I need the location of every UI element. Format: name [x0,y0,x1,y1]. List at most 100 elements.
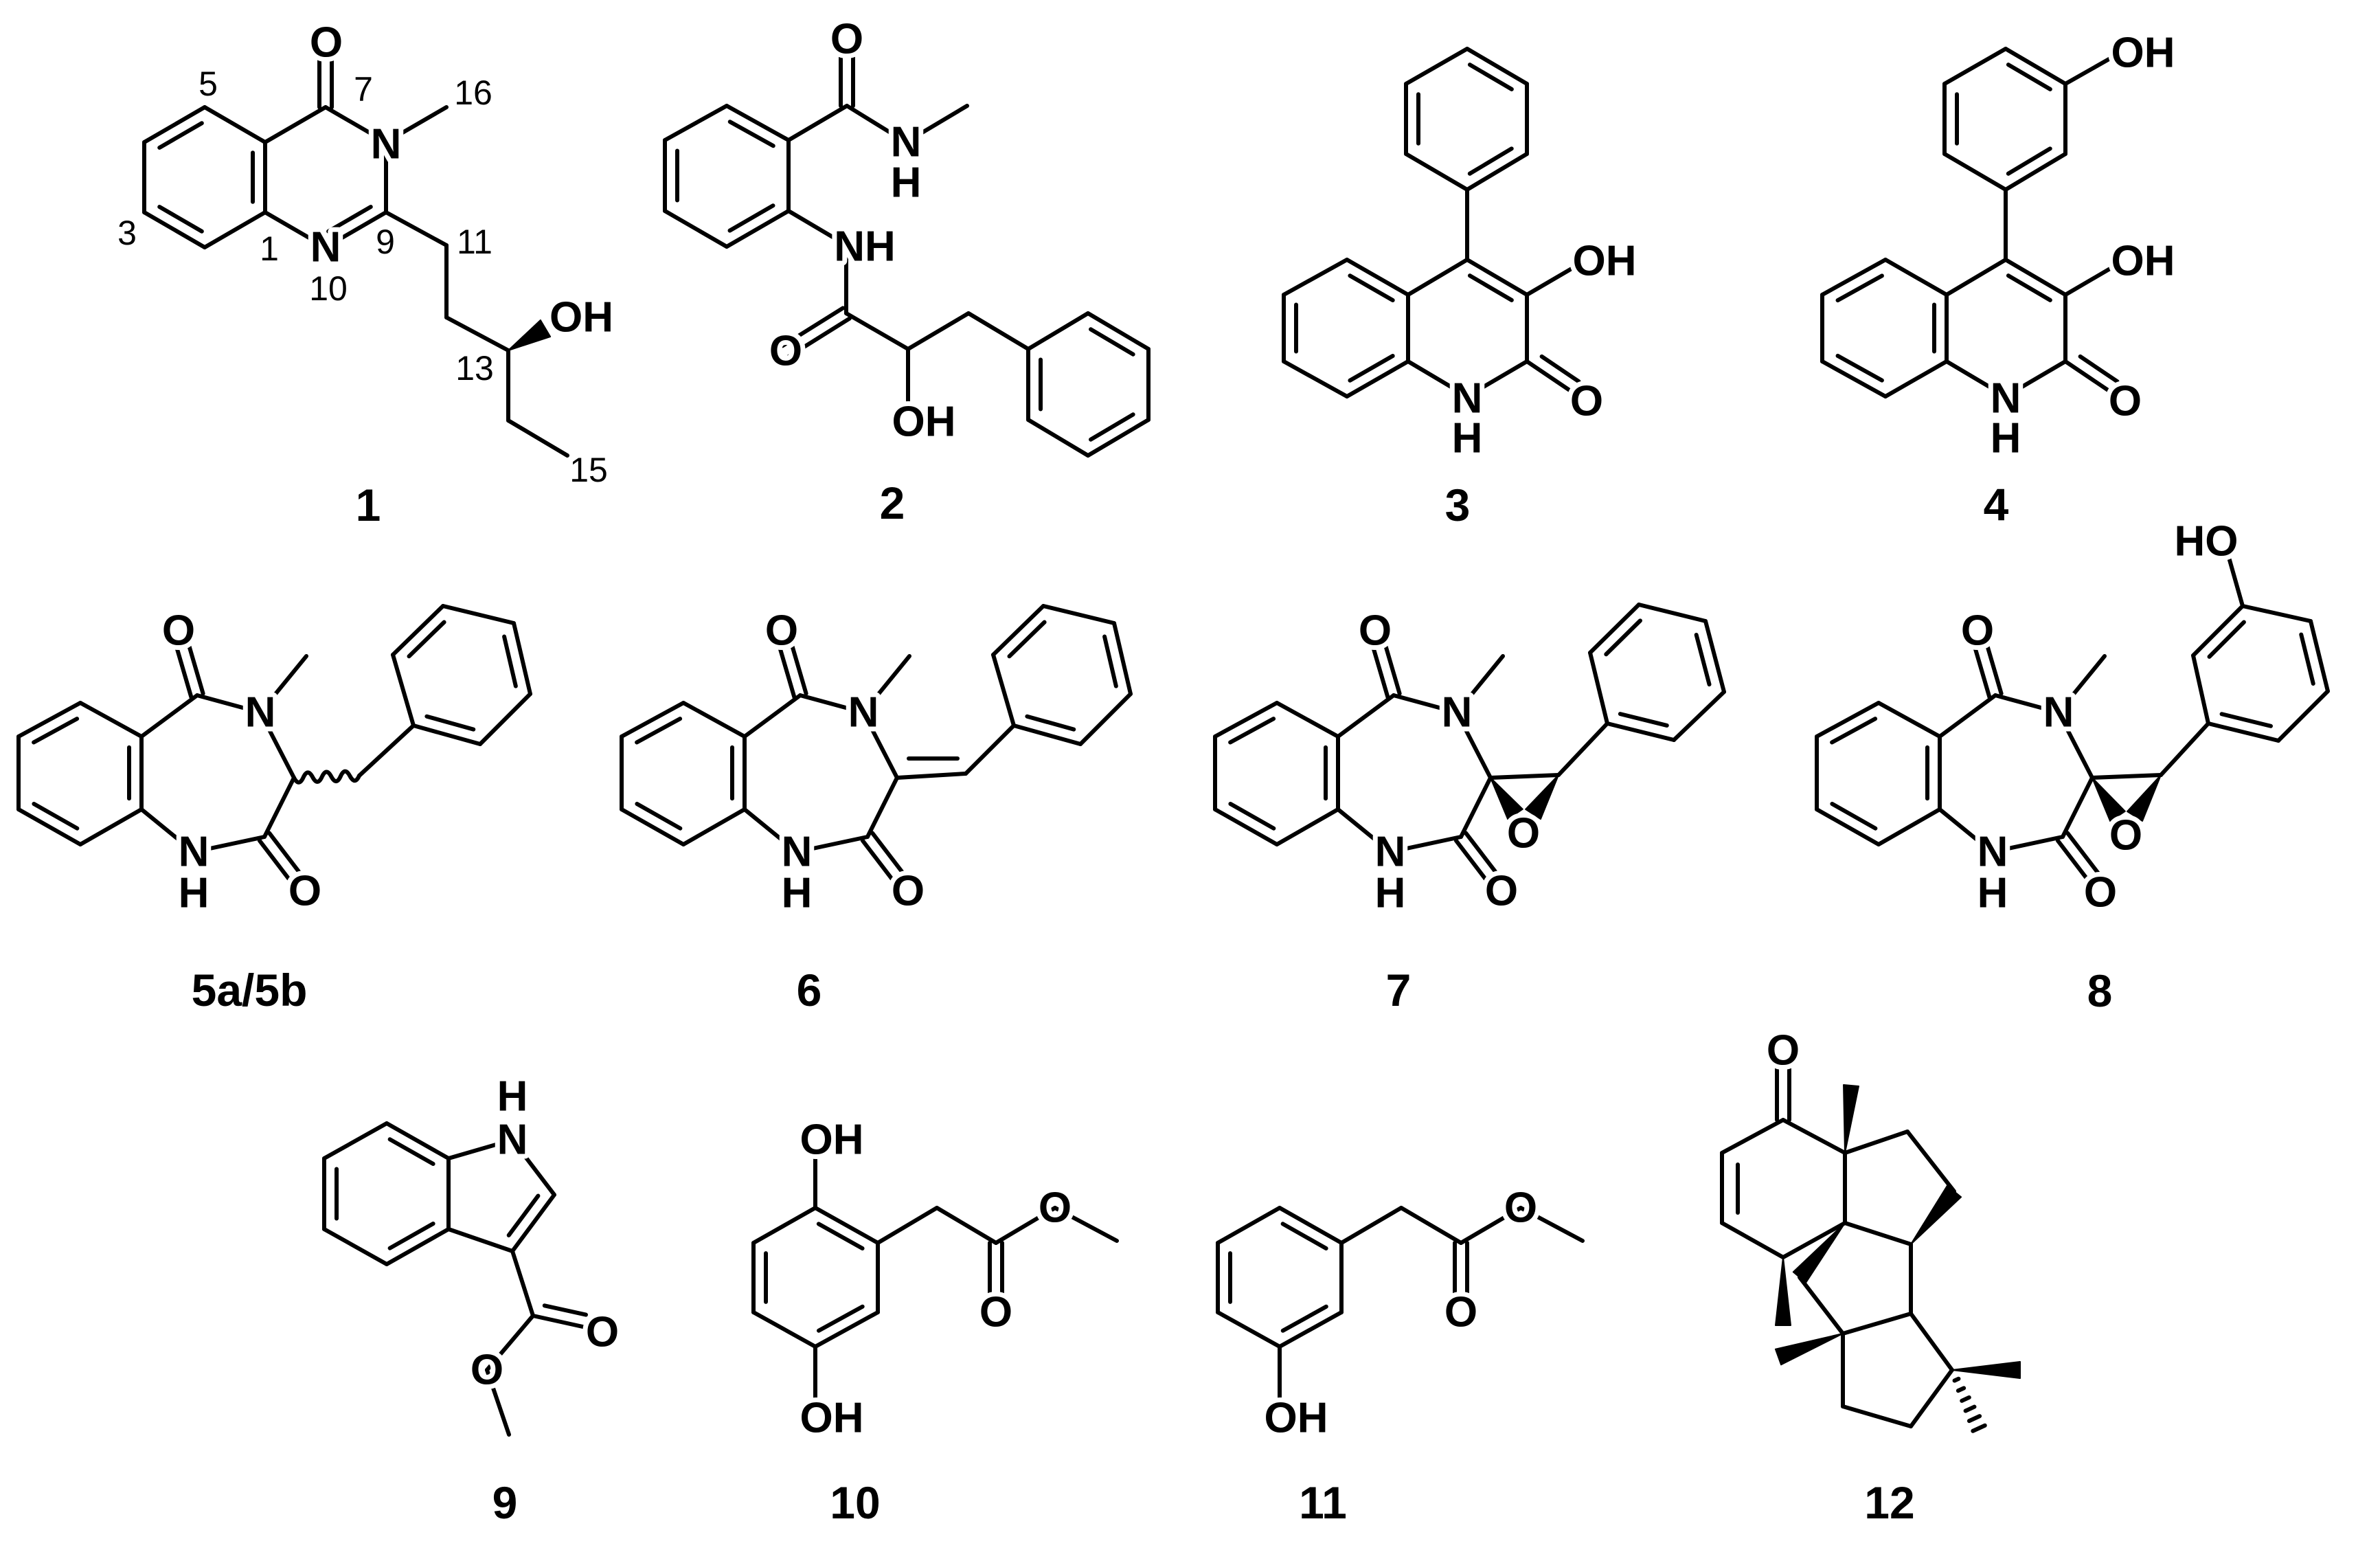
double-bond-inner-line [2006,63,2052,91]
single-bond [446,1138,514,1160]
double-bond-line [172,638,194,699]
atom-label: O [1444,1289,1477,1336]
hashed-bond-line [1971,1423,1987,1433]
single-bond [964,723,1016,776]
single-bond [2056,710,2094,780]
compound-1-labels: O N N OH 5 7 16 3 1 9 10 11 13 15 1 [115,14,618,531]
single-bond [1720,1221,1785,1259]
single-bond [510,1138,556,1197]
single-bond [384,210,449,247]
atom-label: OH [2111,30,2175,77]
ring-bond [1588,603,1641,655]
ring-bond [2309,619,2330,693]
single-bond [1798,1275,1845,1336]
ring-bond [2191,604,2245,658]
single-bond [1909,1312,1954,1372]
compound-6-structure [620,604,1133,890]
compound-8-structure [1815,553,2330,890]
single-bond [258,710,296,780]
hashed-bond-line [1952,1376,1961,1383]
atom-label: N [1452,375,1483,423]
double-bond-inner-line [2299,632,2315,686]
ring-bond [1815,701,1881,739]
single-bond [2056,654,2107,715]
atom-label: O [162,607,195,655]
ring-bond [78,807,144,846]
single-bond [1525,262,1582,297]
compound-2-labels: O N H NH O OH 2 [764,11,961,529]
single-bond [795,835,870,854]
double-bond-line [1369,638,1390,699]
single-bond [1336,807,1392,854]
ring-bond [1820,359,1888,398]
double-bond-inner-line [506,1193,541,1237]
ring-bond [142,105,207,144]
single-bond [786,209,851,249]
double-bond-line [870,831,911,882]
single-bond [2063,262,2120,297]
atom-label: OH [549,294,613,341]
single-bond [1843,1130,1909,1155]
double-bond-line [860,838,900,890]
hashed-bond-line [1963,1404,1977,1413]
ring-bond [16,807,82,846]
atom-label: O [979,1289,1012,1336]
double-bond-inner-line [1604,618,1642,657]
double-bond-inner-line [1618,712,1669,728]
ring-bond [991,604,1045,657]
single-bond [258,654,308,715]
single-bond [798,693,865,715]
double-bond-line [1453,838,1494,890]
compound-label: 8 [2087,965,2113,1016]
compound-8-labels: O N N H O O HO 8 [1956,513,2243,1017]
ring-bond [681,701,747,739]
single-bond [994,1206,1057,1245]
double-bond-inner-line [157,121,204,150]
atom-label: O [1359,607,1392,655]
atom-label: N [2043,689,2074,737]
atom-label: O [892,868,925,915]
compound-9-labels: H N O O 9 [466,1068,624,1529]
hashed-bond-line [1960,1395,1971,1403]
ring-bond [991,653,1016,728]
double-bond-line [787,635,808,696]
double-bond-inner-line [424,714,476,732]
single-bond [743,693,802,739]
ring-bond [813,1310,880,1349]
ring-bond [620,807,685,846]
single-bond [195,693,262,715]
ring-bond [322,1227,389,1266]
wedge-bond [1951,1361,2021,1379]
single-bond [966,311,1030,351]
locant-label: 15 [569,451,608,489]
atom-label: H [179,870,209,917]
single-bond [1993,693,2061,715]
ring-bond [322,1121,389,1160]
ring-bond [1216,1310,1282,1349]
double-bond-inner-line [32,717,80,745]
atom-label: N [371,121,402,168]
single-bond [1336,693,1396,739]
ring-bond [385,1227,451,1266]
ring-bond [663,104,729,142]
atom-label: H [497,1073,528,1121]
locant-label: 16 [454,74,492,112]
compound-label: 1 [356,480,381,530]
compound-5-labels: O N N H O 5a/5b [157,603,326,1016]
ring-bond [1945,359,2008,398]
atom-label: N [1977,829,2008,876]
ring-bond [1588,651,1609,726]
atom-label: N [310,224,341,271]
ring-bond [751,1310,817,1349]
locant-label: 3 [117,214,137,252]
compound-3-labels: OH N H O 3 [1445,233,1642,531]
atom-label: N [179,829,209,876]
ring-bond [1404,47,1469,86]
double-bond-inner-line [1348,354,1395,383]
ring-bond [1345,359,1410,398]
atom-label: O [310,19,343,67]
ring-bond [1877,701,1942,739]
atom-label: OH [892,398,956,446]
ring-bond [391,604,445,657]
